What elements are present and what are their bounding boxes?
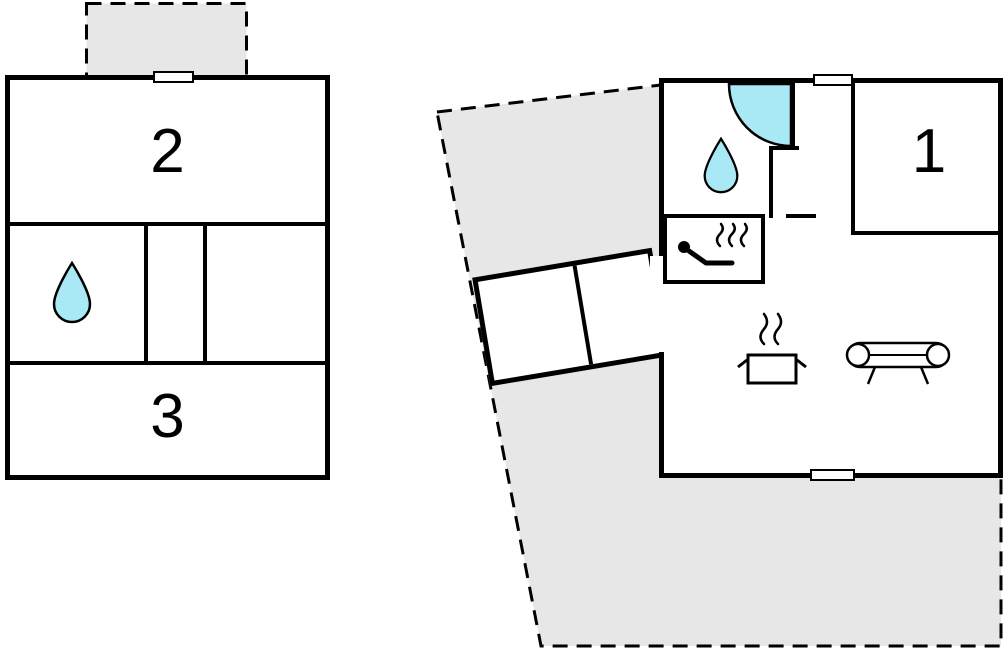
shower-icon: [727, 83, 793, 148]
water-drop-shape: [52, 260, 92, 324]
entry-passage-opening: [650, 256, 667, 352]
pot-handle: [796, 358, 807, 369]
sofa-leg: [866, 366, 877, 385]
room1-wall-horizontal: [851, 231, 1003, 235]
sauna-person-body: [686, 248, 735, 266]
building-left-outline: [5, 75, 330, 480]
room-3-label: 3: [150, 382, 185, 451]
sofa-armrest: [845, 342, 871, 368]
pot-body: [746, 353, 798, 385]
interior-wall: [5, 361, 330, 365]
shower-wall: [791, 78, 795, 150]
sofa-leg: [919, 366, 930, 385]
sofa-armrest: [925, 342, 951, 368]
door-opening-right-building-bottom: [810, 469, 855, 481]
pot-handle: [737, 358, 748, 369]
room1-wall-vertical: [851, 78, 855, 235]
room-1-label: 1: [911, 117, 947, 186]
hall-wall-stub: [786, 214, 816, 218]
interior-wall: [203, 222, 207, 365]
water-drop-icon: [703, 136, 739, 194]
terrace-left: [85, 2, 248, 79]
water-drop-icon: [52, 260, 92, 324]
steam-waves: [759, 312, 783, 346]
bathroom-wall: [769, 146, 773, 218]
interior-wall: [144, 222, 148, 365]
sauna-steam-waves: [715, 222, 748, 248]
shower-screen: [727, 83, 793, 148]
sofa-icon: [845, 341, 951, 385]
sauna-icon: [678, 222, 748, 266]
interior-wall: [5, 222, 330, 226]
door-opening-left-building-top: [153, 71, 194, 83]
water-drop-shape: [703, 136, 739, 194]
stove-icon: [737, 312, 807, 385]
bathroom-wall: [769, 146, 799, 150]
room-2-label: 2: [150, 117, 185, 186]
entry-hall-divider-wall: [572, 265, 594, 365]
door-opening-right-building-top: [813, 74, 853, 86]
